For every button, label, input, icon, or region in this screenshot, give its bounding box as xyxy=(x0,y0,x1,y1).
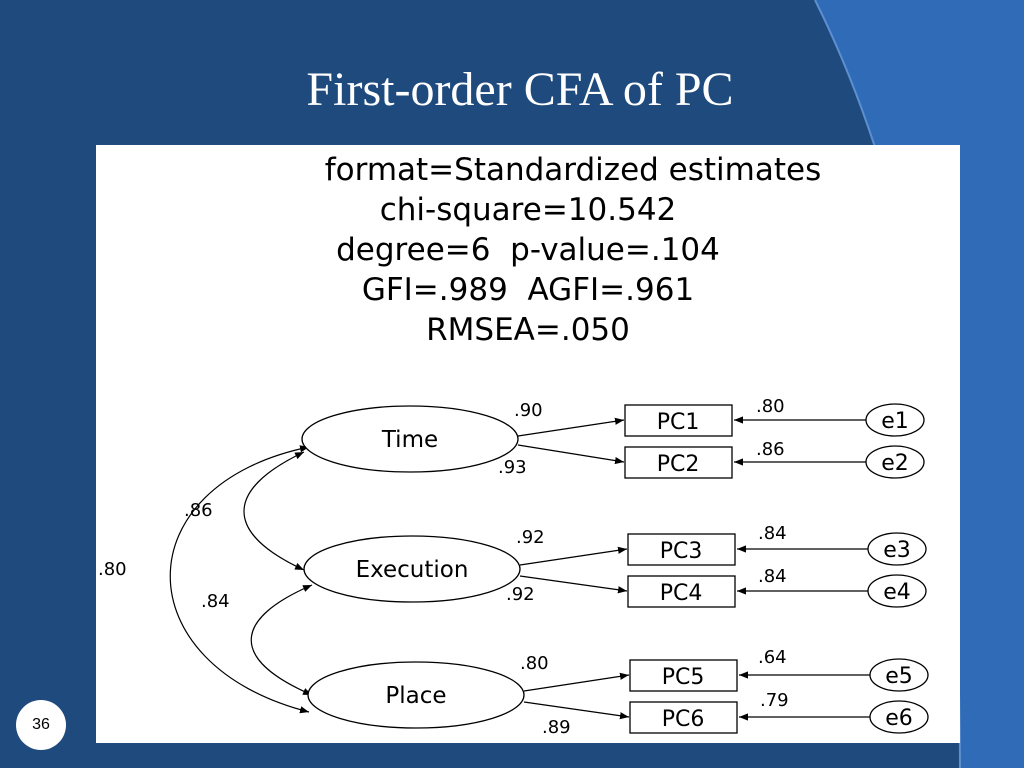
factor-time xyxy=(301,405,519,473)
indicator-pc1 xyxy=(624,404,733,437)
loading-path-pc1 xyxy=(517,417,625,437)
indicator-label: PC1 xyxy=(657,410,700,435)
error-term-e6 xyxy=(869,700,929,734)
loading-path-pc5 xyxy=(523,672,630,692)
loading-path-pc4 xyxy=(519,575,628,594)
loading-value: .92 xyxy=(516,527,545,548)
path-diagram: .86 .84 .80 Time Execution Place .90 .93… xyxy=(98,396,929,738)
error-label: e6 xyxy=(885,706,913,731)
loading-path-pc6 xyxy=(523,701,630,720)
correlation-arc-execution-place xyxy=(250,584,313,696)
error-term-e5 xyxy=(869,658,929,692)
loading-value: .92 xyxy=(506,584,535,605)
r-squared-value: .80 xyxy=(756,396,785,417)
indicator-pc6 xyxy=(629,701,738,734)
fit-stat-gfi-agfi: GFI=.989 AGFI=.961 xyxy=(361,272,695,308)
indicator-pc2 xyxy=(624,446,733,479)
loading-value: .93 xyxy=(498,457,527,478)
loading-value: .80 xyxy=(520,653,549,674)
correlation-arc-time-execution xyxy=(243,451,305,571)
r-squared-value: .84 xyxy=(758,523,787,544)
indicator-label: PC5 xyxy=(662,665,705,690)
indicator-pc5 xyxy=(629,659,738,692)
error-label: e5 xyxy=(885,664,913,689)
error-term-e1 xyxy=(865,403,925,437)
factor-execution xyxy=(303,535,521,603)
error-label: e4 xyxy=(883,580,911,605)
cfa-figure: format=Standardized estimates chi-square… xyxy=(96,145,960,743)
indicator-label: PC4 xyxy=(660,581,703,606)
factor-label: Place xyxy=(385,683,446,709)
fit-stat-degree-pvalue: degree=6 p-value=.104 xyxy=(336,232,720,268)
r-squared-value: .84 xyxy=(758,566,787,587)
error-label: e2 xyxy=(881,451,909,476)
indicator-pc4 xyxy=(627,575,736,608)
error-label: e1 xyxy=(881,409,909,434)
indicator-label: PC6 xyxy=(662,707,705,732)
loading-path-pc3 xyxy=(519,546,628,566)
loading-value: .89 xyxy=(542,717,571,738)
indicator-pc3 xyxy=(627,533,736,566)
loading-value: .90 xyxy=(514,400,543,421)
factor-place xyxy=(307,661,525,729)
factor-label: Time xyxy=(381,427,438,453)
fit-stat-chi-square: chi-square=10.542 xyxy=(379,192,677,228)
fit-stat-format: format=Standardized estimates xyxy=(324,152,822,188)
loading-path-pc2 xyxy=(517,444,625,465)
r-squared-value: .64 xyxy=(758,647,787,668)
r-squared-value: .86 xyxy=(756,439,785,460)
factor-label: Execution xyxy=(356,557,469,583)
error-term-e3 xyxy=(867,532,927,566)
error-term-e2 xyxy=(865,445,925,479)
page-number-badge: 36 xyxy=(16,700,66,750)
fit-statistics: format=Standardized estimates chi-square… xyxy=(96,150,960,350)
correlation-value: .86 xyxy=(184,500,213,521)
error-label: e3 xyxy=(883,538,911,563)
fit-stat-rmsea: RMSEA=.050 xyxy=(426,312,630,348)
correlation-value: .84 xyxy=(201,591,230,612)
slide-title: First-order CFA of PC xyxy=(306,63,734,116)
correlation-value: .80 xyxy=(98,559,127,580)
indicator-label: PC2 xyxy=(657,452,700,477)
error-term-e4 xyxy=(867,574,927,608)
correlation-arc-time-place xyxy=(169,445,310,714)
indicator-label: PC3 xyxy=(660,539,703,564)
r-squared-value: .79 xyxy=(760,690,789,711)
